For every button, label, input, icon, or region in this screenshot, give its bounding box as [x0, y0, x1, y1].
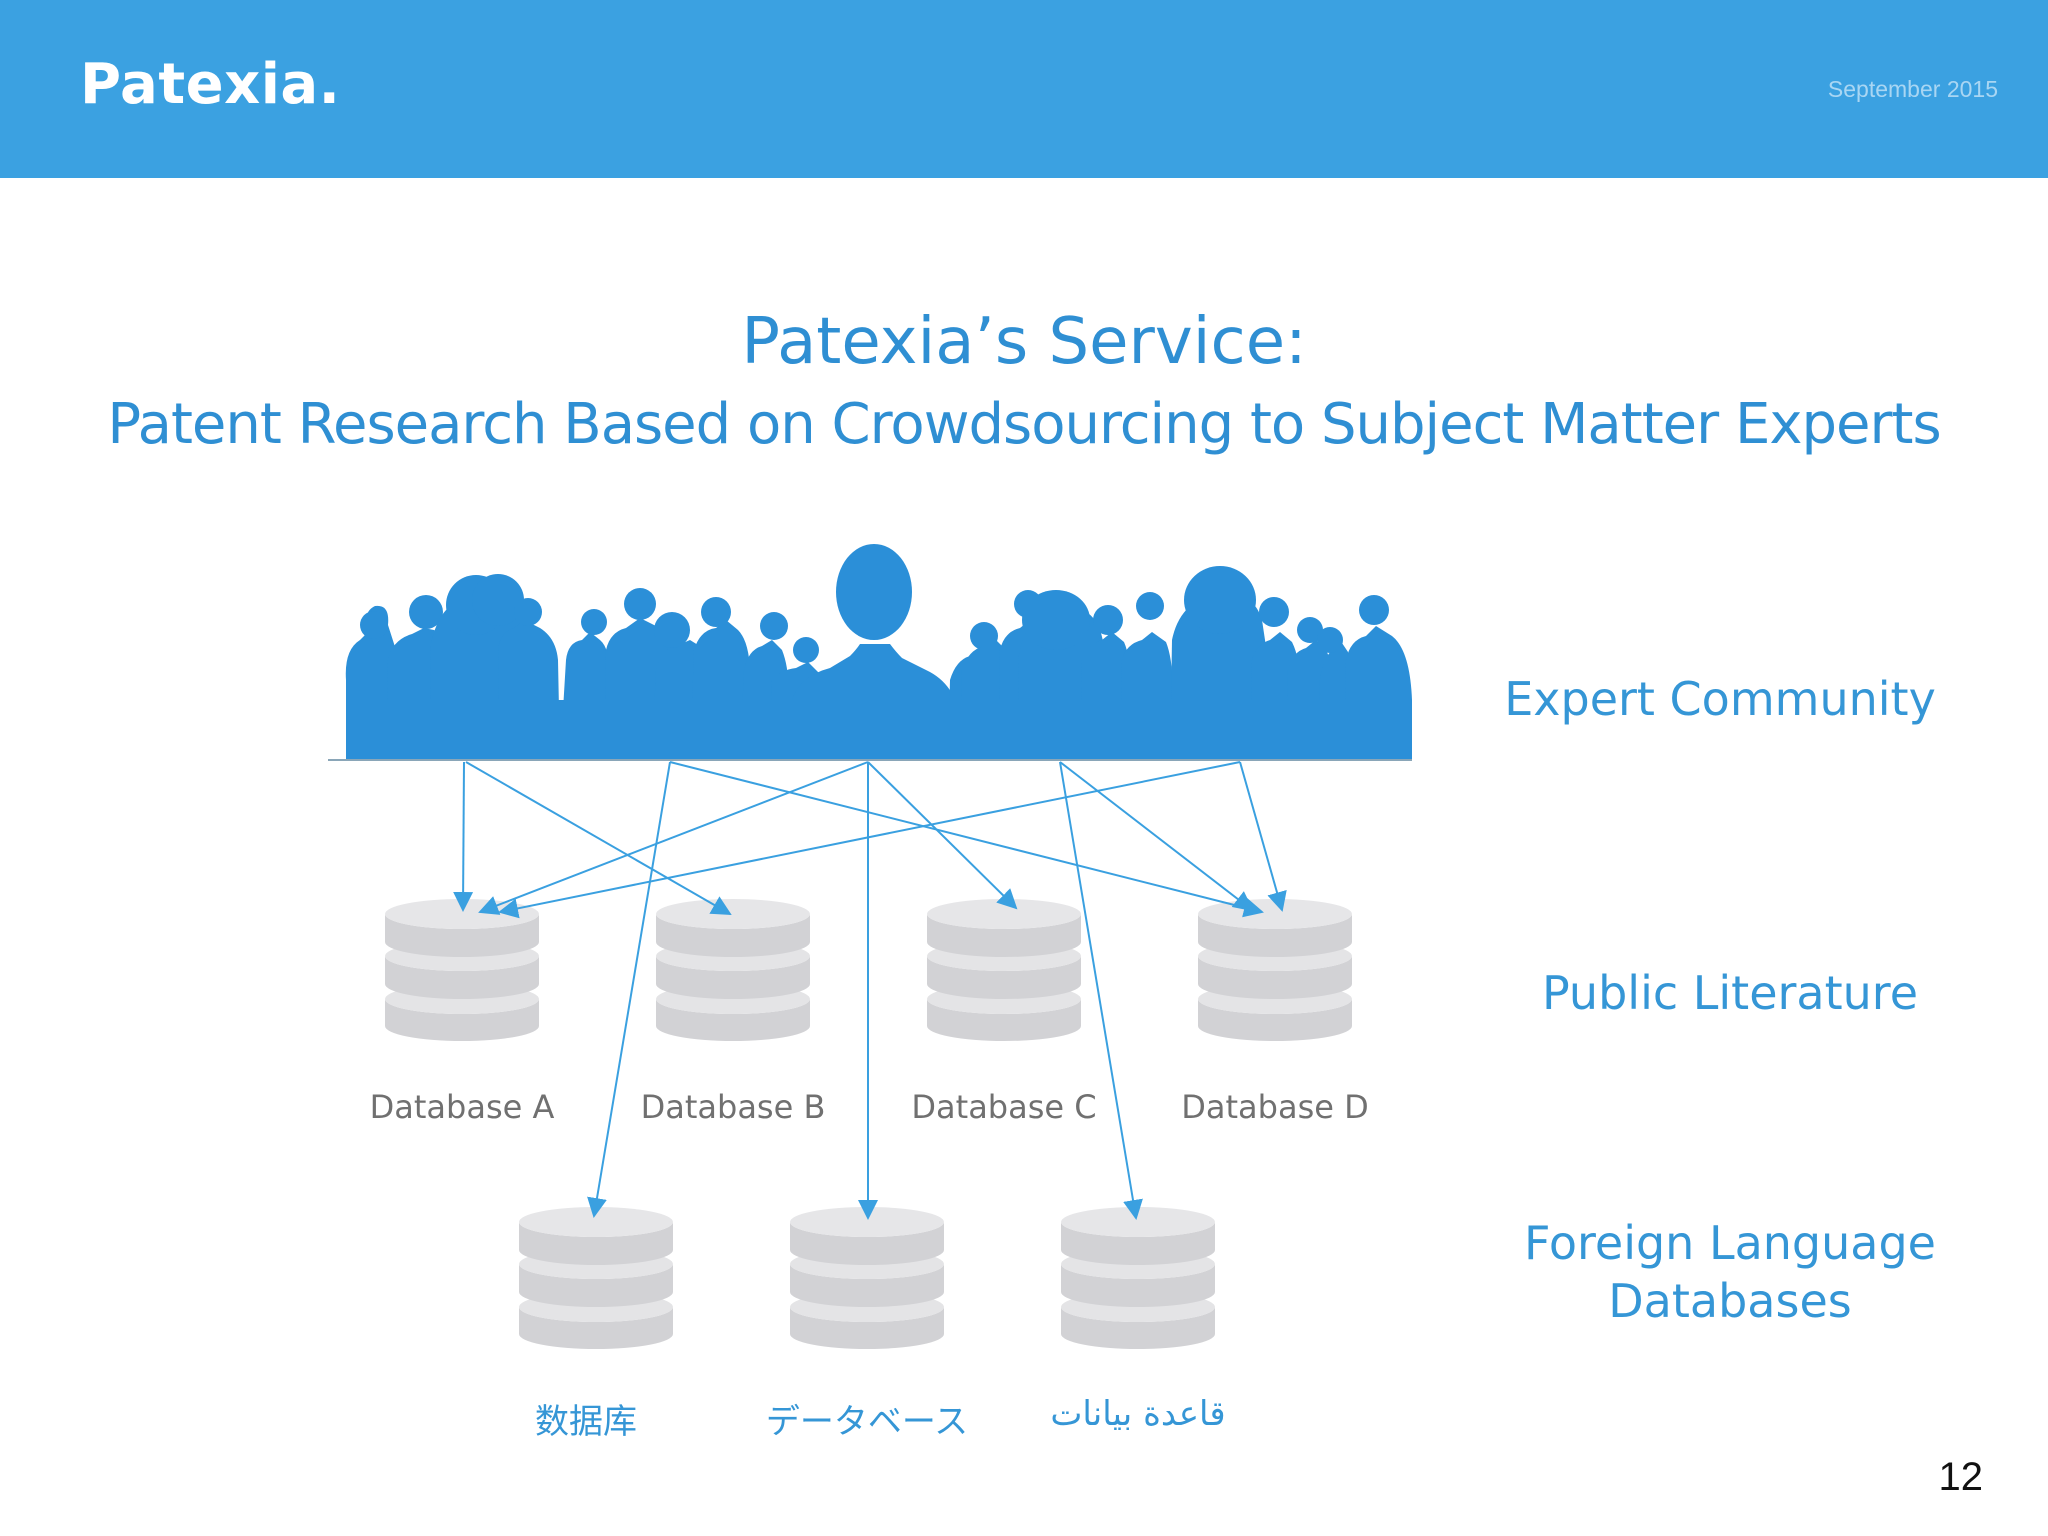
arrow-to-database-a [478, 761, 869, 915]
arrow-to-database-a [453, 761, 474, 912]
arrow-to-database-arabic [1059, 761, 1143, 1220]
database-icon-c [927, 899, 1081, 1041]
expert-crowd-silhouette [345, 544, 1412, 760]
label-database-b: Database B [640, 1088, 826, 1126]
arrow-to-database-chinese [587, 761, 671, 1218]
label-database-c: Database C [911, 1088, 1097, 1126]
database-icon-d [1198, 899, 1352, 1041]
slide-subtitle: Patent Research Based on Crowdsourcing t… [107, 392, 1941, 457]
arrow-to-database-d [1239, 761, 1287, 912]
arrow-to-database-d [669, 761, 1264, 918]
label-database-a: Database A [369, 1088, 555, 1126]
database-icon-a [385, 899, 539, 1041]
label-foreign-line2: Databases [1608, 1274, 1852, 1328]
label-database-d: Database D [1181, 1088, 1369, 1126]
label-foreign-line1: Foreign Language [1524, 1216, 1936, 1270]
database-icon-chinese [519, 1207, 673, 1349]
database-icon-japanese [790, 1207, 944, 1349]
label-database-arabic: قاعدة بيانات [1050, 1394, 1226, 1434]
brand-logo: Patexia. [80, 52, 341, 117]
header-bar: Patexia. September 2015 [0, 0, 2048, 178]
database-icon-arabic [1061, 1207, 1215, 1349]
arrow-to-database-d [1059, 761, 1254, 912]
arrow-to-database-a [498, 761, 1241, 919]
label-public-literature: Public Literature [1542, 966, 1918, 1020]
page-number: 12 [1938, 1455, 1984, 1499]
database-icon-b [656, 899, 810, 1041]
label-foreign-language: Foreign Language Databases [1510, 1214, 1950, 1330]
arrow-to-database-c [867, 761, 1018, 910]
label-expert-community: Expert Community [1504, 672, 1936, 726]
label-database-chinese: 数据库 [535, 1402, 637, 1442]
header-date: September 2015 [1827, 76, 1998, 102]
arrow-to-database-b [465, 761, 732, 915]
slide-title: Patexia’s Service: [741, 305, 1307, 379]
connection-arrows [453, 761, 1287, 1220]
label-database-japanese: データベース [765, 1402, 969, 1442]
